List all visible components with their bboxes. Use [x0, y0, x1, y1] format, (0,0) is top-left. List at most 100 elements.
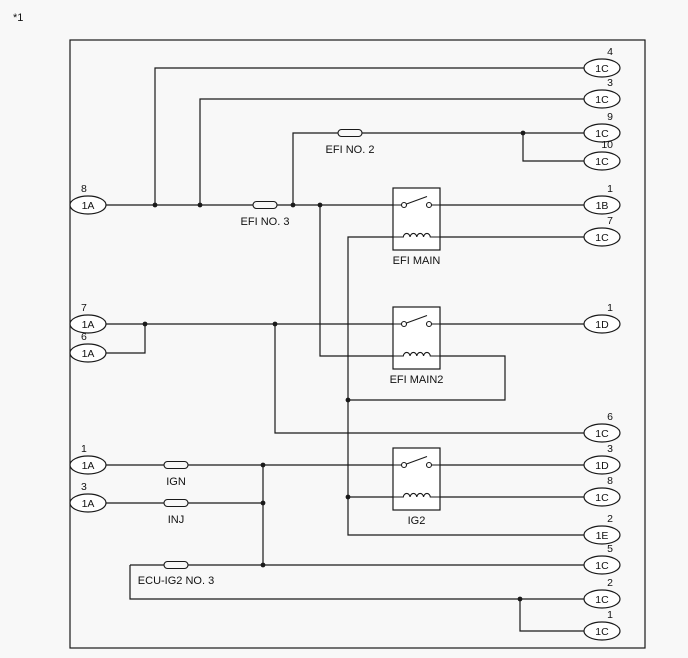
fuse-symbol	[337, 128, 363, 138]
relay-coil-icon	[393, 493, 440, 498]
connector-oval	[583, 314, 621, 334]
connector-label: 1A	[82, 498, 95, 510]
connector-oval	[583, 123, 621, 143]
connector-oval	[69, 314, 107, 334]
fuse-ecu-ig2-no3: ECU-IG2 NO. 3	[138, 560, 214, 587]
connector-oval	[583, 525, 621, 545]
connector-1A-7: 1A 7	[69, 302, 107, 334]
connector-label: 1A	[82, 319, 95, 331]
relay-switch-blade-icon	[406, 455, 428, 465]
pin-number: 3	[81, 481, 87, 493]
fuse-efi-no2: EFI NO. 2	[326, 128, 375, 156]
relay-coil-icon	[393, 233, 440, 238]
junction-dots	[142, 130, 526, 602]
junction-dot	[517, 596, 523, 602]
relay-label: EFI MAIN2	[390, 374, 444, 386]
connector-label: 1C	[595, 626, 609, 638]
relay-box	[392, 447, 441, 511]
pin-number: 8	[81, 183, 87, 195]
junction-dot	[345, 397, 351, 403]
connector-1D-1: 1D 1	[583, 302, 621, 334]
connector-label: 1C	[595, 128, 609, 140]
fuse-ign: IGN	[163, 460, 189, 488]
connector-oval	[583, 455, 621, 475]
connector-label: 1B	[596, 200, 609, 212]
fuse-inj: INJ	[163, 498, 189, 526]
connector-1C-5: 1C 5	[583, 543, 621, 575]
connector-1C-7: 1C 7	[583, 215, 621, 247]
junction-dot	[152, 202, 158, 208]
pin-number: 6	[81, 331, 87, 343]
pin-number: 2	[607, 513, 613, 525]
connector-oval	[69, 195, 107, 215]
connector-label: 1A	[82, 348, 95, 360]
fuse-efi-no3: EFI NO. 3	[241, 200, 290, 228]
wire-to-1c2	[129, 565, 584, 600]
wire-to-1c3	[199, 98, 584, 205]
pin-number: 1	[81, 443, 87, 455]
relay-coil-icon	[393, 352, 440, 357]
junction-dot	[260, 562, 266, 568]
connector-1C-6: 1C 6	[583, 411, 621, 443]
connector-label: 1D	[595, 319, 609, 331]
connector-oval	[583, 621, 621, 641]
pin-number: 4	[607, 46, 613, 58]
pin-number: 1	[607, 609, 613, 621]
connector-oval	[583, 555, 621, 575]
relay-ig2: IG2	[392, 447, 441, 527]
pin-number: 9	[607, 111, 613, 123]
relay-label: IG2	[408, 515, 426, 527]
relay-efi-main: EFI MAIN	[392, 187, 441, 267]
connector-1C-3: 1C 3	[583, 77, 621, 109]
connector-label: 1C	[595, 232, 609, 244]
junction-dot	[520, 130, 526, 136]
connector-1A-3: 1A 3	[69, 481, 107, 513]
pin-number: 8	[607, 475, 613, 487]
fuse-label: INJ	[168, 514, 185, 526]
wire-efimain2-coil-to-trunk	[348, 355, 506, 401]
junction-dot	[197, 202, 203, 208]
pin-number: 3	[607, 443, 613, 455]
connector-1C-8: 1C 8	[583, 475, 621, 507]
fuse-label: EFI NO. 2	[326, 144, 375, 156]
connector-oval	[583, 58, 621, 78]
connector-label: 1C	[595, 156, 609, 168]
fuse-label: EFI NO. 3	[241, 216, 290, 228]
junction-dot	[260, 462, 266, 468]
pin-number: 1	[607, 183, 613, 195]
relay-switch-blade-icon	[406, 195, 428, 205]
pin-number: 1	[607, 302, 613, 314]
connector-label: 1A	[82, 460, 95, 472]
connector-label: 1A	[82, 200, 95, 212]
pin-number: 6	[607, 411, 613, 423]
connector-1C-9: 1C 9	[583, 111, 621, 143]
connector-1C-10: 1C 10	[583, 139, 621, 171]
relay-contact-icon	[425, 461, 433, 469]
pin-number: 7	[607, 215, 613, 227]
connector-oval	[583, 487, 621, 507]
wire-to-1c10	[522, 133, 584, 162]
pin-number: 3	[607, 77, 613, 89]
relay-contact-icon	[425, 320, 433, 328]
junction-dot	[260, 500, 266, 506]
wire-coil-trunk-to-1e2	[347, 236, 584, 536]
fuse-symbol	[163, 560, 189, 570]
connector-oval	[583, 151, 621, 171]
connector-label: 1C	[595, 63, 609, 75]
relay-efi-main2: EFI MAIN2	[390, 306, 444, 386]
connector-oval	[69, 343, 107, 363]
wire-to-1c1	[519, 599, 584, 632]
connector-oval	[583, 227, 621, 247]
pin-number: 7	[81, 302, 87, 314]
relay-contact-icon	[425, 201, 433, 209]
pin-number: 5	[607, 543, 613, 555]
connector-oval	[69, 455, 107, 475]
junction-dot	[142, 321, 148, 327]
connector-1E-2: 1E 2	[583, 513, 621, 545]
junction-dot	[272, 321, 278, 327]
relay-contact-icon	[400, 461, 408, 469]
diagram-border	[69, 39, 646, 649]
fuse-symbol	[163, 460, 189, 470]
